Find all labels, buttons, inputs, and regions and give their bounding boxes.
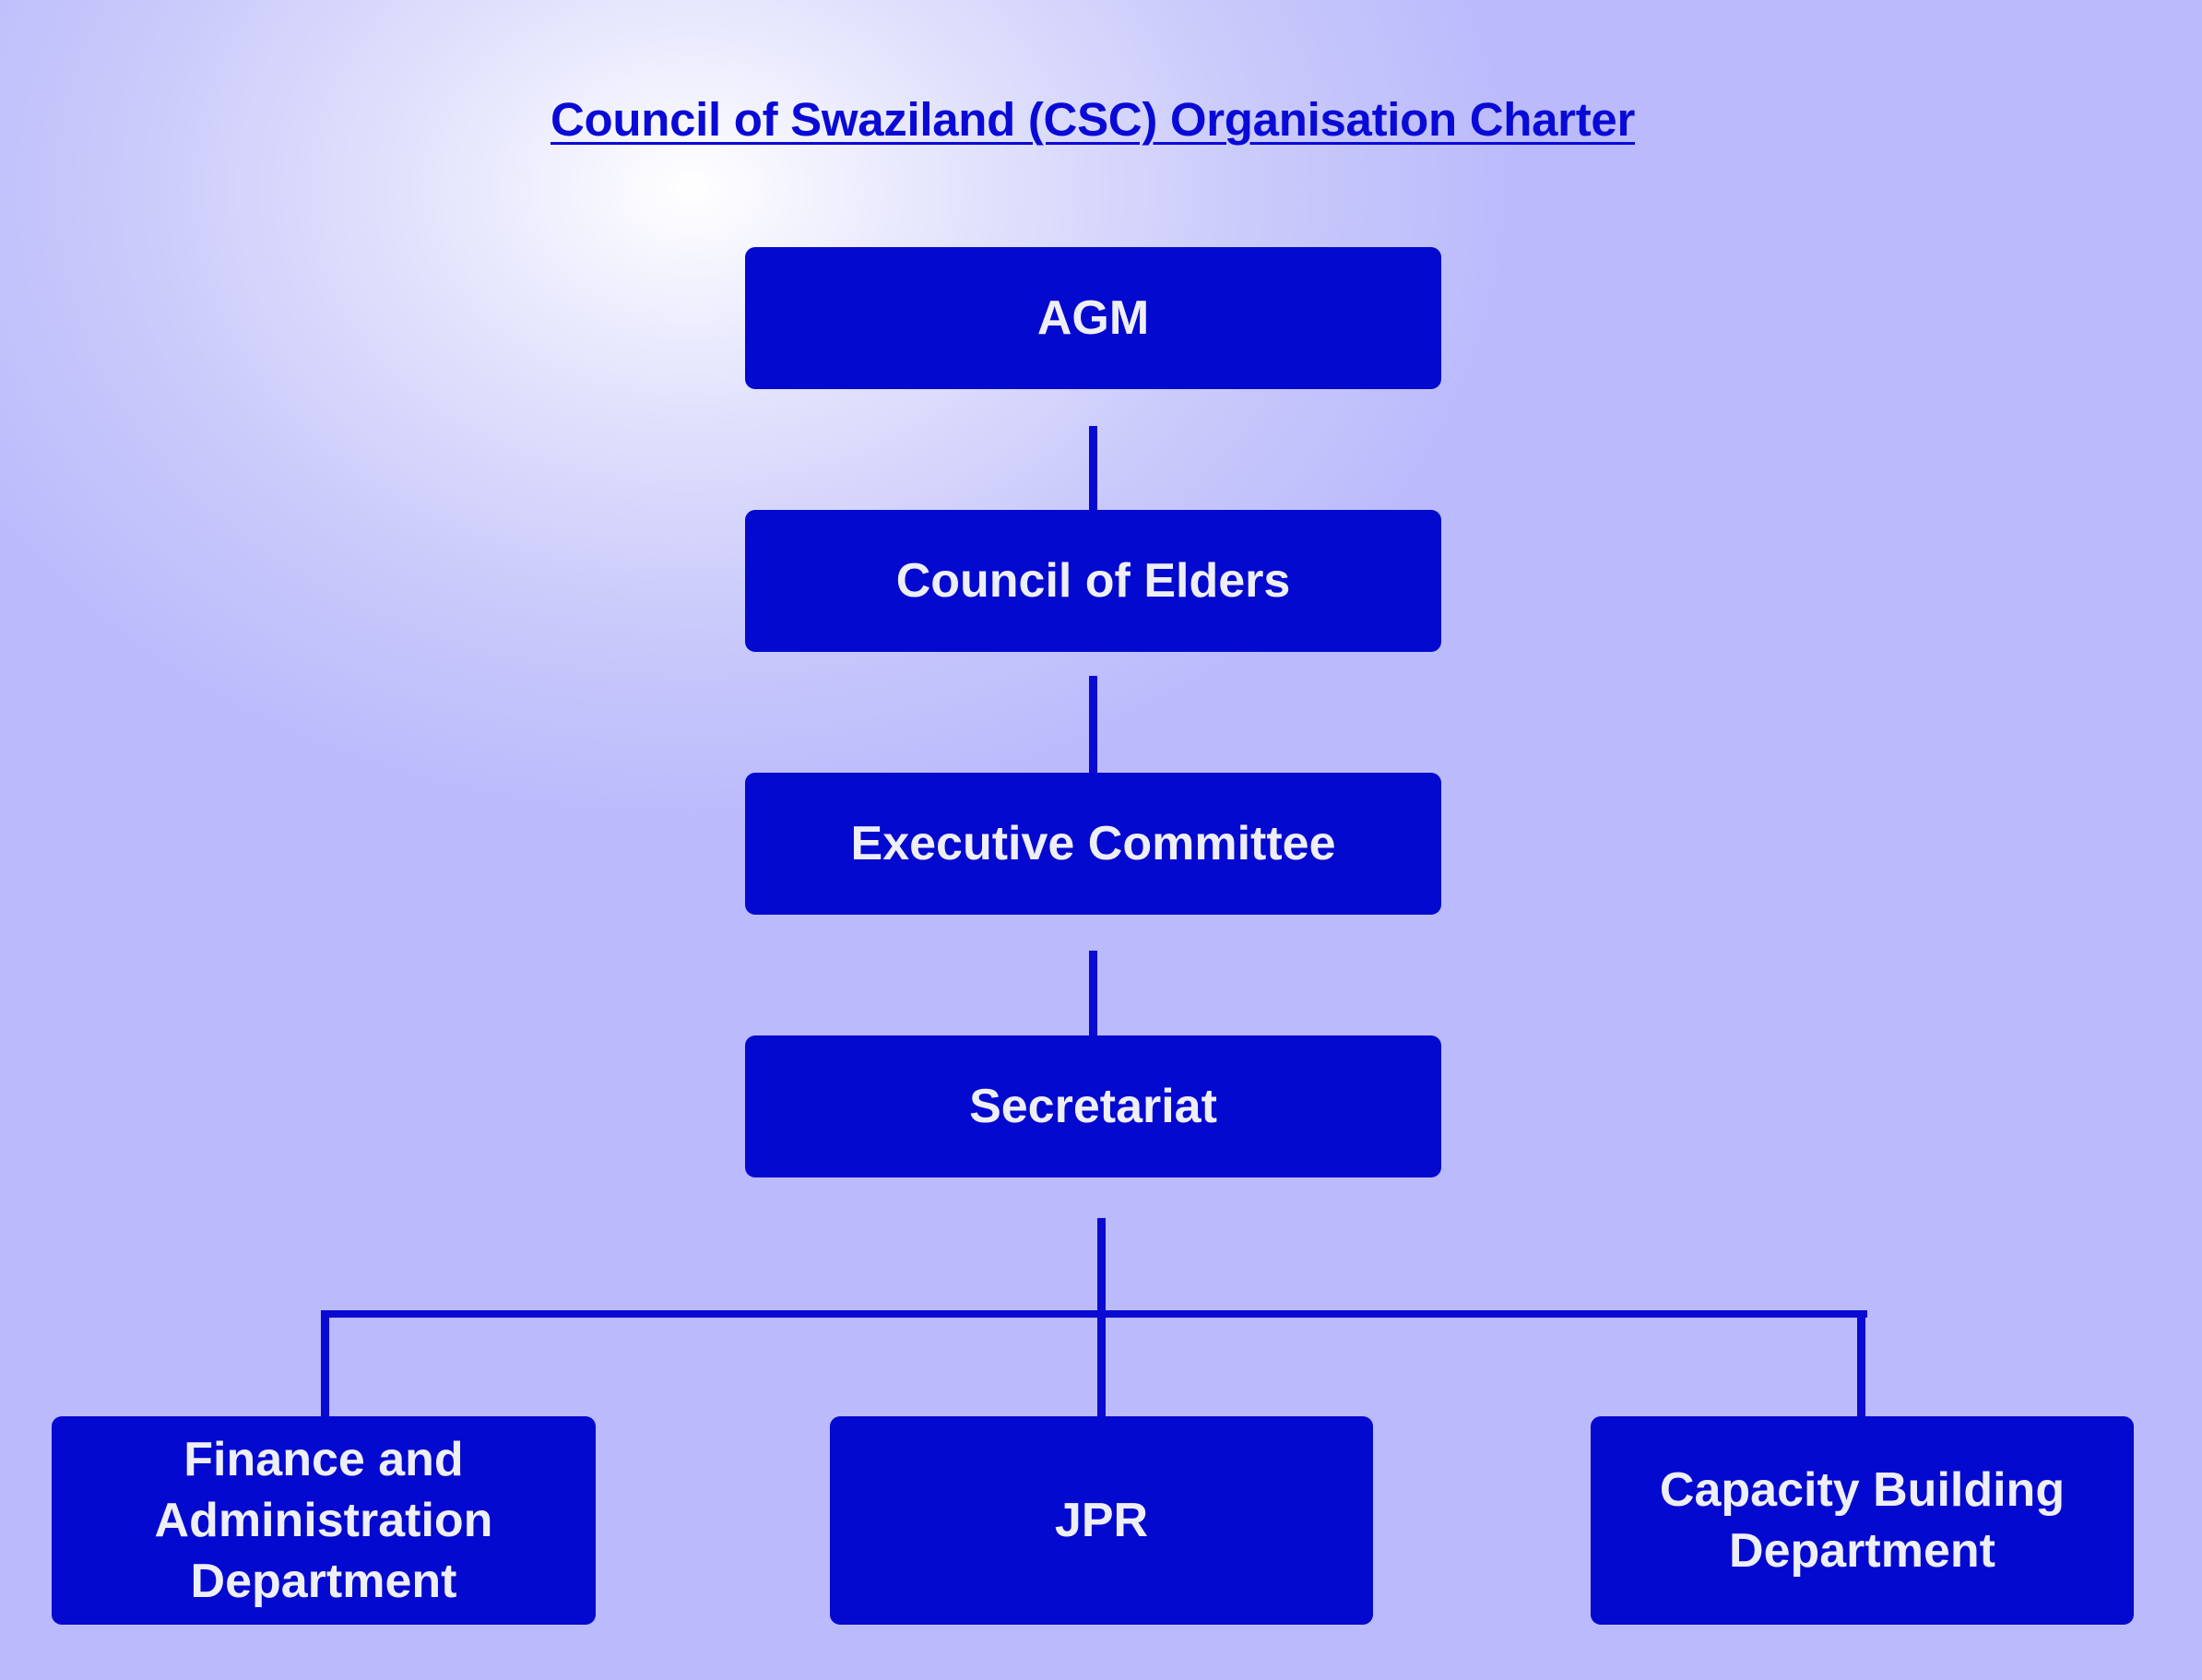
node-council-of-elders: Council of Elders	[745, 510, 1441, 652]
connector-secretariat-trunk	[1097, 1218, 1106, 1313]
node-jpr: JPR	[830, 1416, 1373, 1625]
node-label: Finance and Administration Department	[154, 1433, 493, 1608]
node-agm: AGM	[745, 247, 1441, 389]
node-label: Capacity Building Department	[1659, 1463, 2066, 1578]
connector-to-jpr	[1097, 1313, 1106, 1416]
node-label: Executive Committee	[850, 817, 1336, 870]
node-finance-admin: Finance and Administration Department	[52, 1416, 596, 1625]
node-label: Council of Elders	[895, 554, 1291, 608]
connector-to-capacity	[1857, 1313, 1865, 1416]
chart-title: Council of Swaziland (CSC) Organisation …	[550, 93, 1635, 146]
connector-executive-secretariat	[1089, 951, 1097, 1035]
connector-agm-elders	[1089, 426, 1097, 510]
connector-department-bus	[321, 1310, 1867, 1318]
node-label: JPR	[1054, 1494, 1149, 1547]
node-executive-committee: Executive Committee	[745, 773, 1441, 915]
node-secretariat: Secretariat	[745, 1035, 1441, 1177]
connector-elders-executive	[1089, 676, 1097, 773]
node-label: Secretariat	[969, 1080, 1217, 1133]
connector-to-finance	[321, 1313, 329, 1416]
node-label: AGM	[1036, 291, 1150, 345]
node-capacity-building: Capacity Building Department	[1591, 1416, 2134, 1625]
